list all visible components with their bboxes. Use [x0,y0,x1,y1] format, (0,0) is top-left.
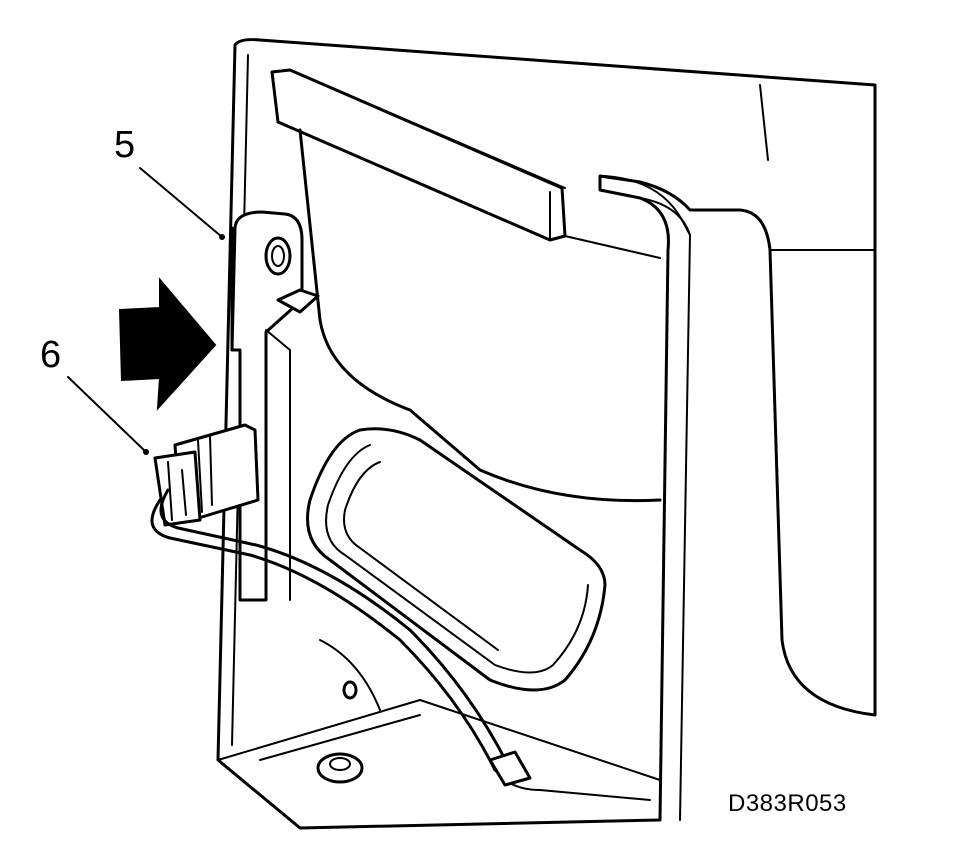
wire-harness [150,488,651,801]
callout-leader-5 [139,167,225,240]
callout-leader-6 [67,376,149,455]
direction-arrow-icon [118,277,217,411]
lower-floor [217,639,661,784]
callout-label-5: 5 [114,124,136,166]
upper-channel [270,68,662,503]
panel-opening [306,427,607,692]
callout-label-6: 6 [40,334,62,376]
housing-panel [216,38,877,830]
figure-code: D383R053 [728,790,847,817]
